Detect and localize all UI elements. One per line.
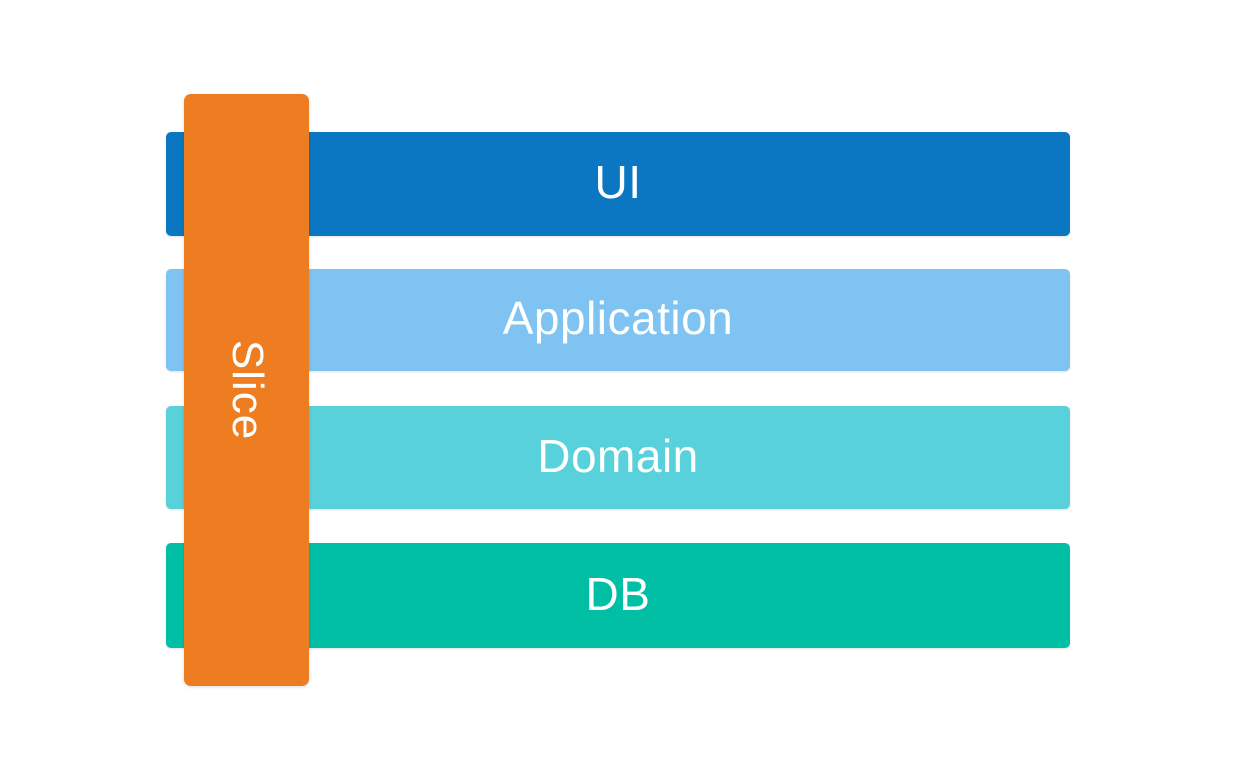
- slice-label: Slice: [222, 339, 272, 441]
- layer-bar-domain: Domain: [166, 406, 1070, 509]
- slice-bar: Slice: [184, 94, 309, 686]
- layer-label-application: Application: [502, 292, 734, 344]
- layer-label-ui: UI: [594, 156, 642, 208]
- layer-bar-ui: UI: [166, 132, 1070, 236]
- layer-bar-db: DB: [166, 543, 1070, 648]
- layer-label-domain: Domain: [537, 429, 699, 482]
- layer-bar-application: Application: [166, 269, 1070, 371]
- layer-label-db: DB: [585, 567, 651, 620]
